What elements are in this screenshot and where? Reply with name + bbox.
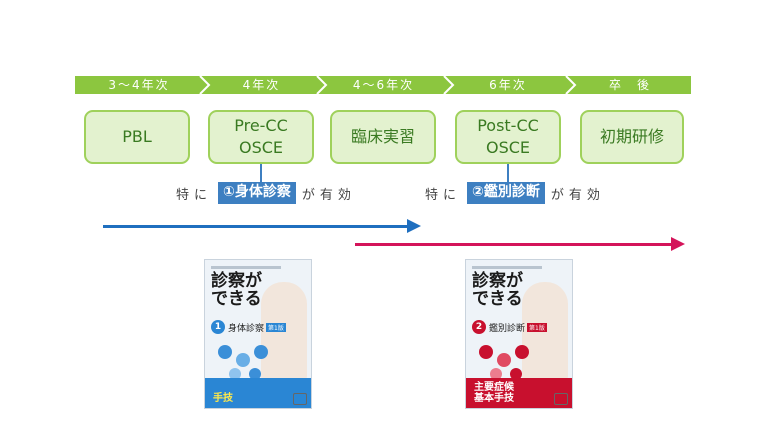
note-suffix: が有効: [301, 187, 356, 203]
edition-tag: 第1版: [266, 322, 286, 332]
cover-top-line: [472, 266, 542, 269]
cover-band-text: 手技: [213, 393, 233, 404]
stage-pbl: PBL: [84, 110, 190, 164]
chevron-right-icon: [199, 76, 211, 94]
note-highlight: ①身体診察: [218, 182, 296, 204]
connector-line: [507, 164, 509, 183]
stage-initial-training: 初期研修: [580, 110, 684, 164]
arrow-right-icon: [671, 237, 685, 251]
volume-badge: 2: [472, 320, 486, 334]
chevron-right-icon: [316, 76, 328, 94]
timeline-segment-3: 4～6年次: [320, 76, 447, 94]
stage-label: 臨床実習: [350, 127, 415, 146]
volume-label: 2 鑑別診断 第1版: [472, 320, 547, 334]
timeline-segment-1: 3～4年次: [75, 76, 203, 94]
note-highlight: ②鑑別診断: [467, 182, 545, 204]
pink-arrow-line: [355, 243, 673, 246]
exam-icons-illustration: [218, 345, 268, 380]
cover-top-line: [211, 266, 281, 269]
stage-label: Post-CC: [477, 116, 539, 135]
volume-subtitle: 身体診察: [228, 323, 265, 334]
note-prefix: 特に: [176, 187, 213, 203]
publisher-logo-icon: [293, 393, 307, 405]
stage-post-cc-osce: Post-CC OSCE: [455, 110, 561, 164]
volume-label: 1 身体診察 第1版: [211, 320, 286, 334]
cover-torso-illustration: [261, 282, 307, 382]
blue-arrow-line: [103, 225, 409, 228]
stage-pre-cc-osce: Pre-CC OSCE: [208, 110, 314, 164]
volume-subtitle: 鑑別診断: [489, 323, 526, 334]
note-differential-diagnosis: 特に ②鑑別診断 が有効: [425, 182, 605, 204]
symptom-icons-illustration: [479, 345, 529, 380]
timeline-segment-4: 6年次: [447, 76, 569, 94]
chevron-right-icon: [565, 76, 577, 94]
cover-torso-illustration: [522, 282, 568, 382]
cover-band-text: 主要症候 基本手技: [474, 382, 514, 404]
book-cover-vol2[interactable]: 診察が できる 2 鑑別診断 第1版 主要症候 基本手技: [465, 259, 573, 409]
timeline-segment-5: 卒 後: [569, 76, 691, 94]
timeline-segment-2: 4年次: [203, 76, 320, 94]
publisher-logo-icon: [554, 393, 568, 405]
volume-badge: 1: [211, 320, 225, 334]
arrow-right-icon: [407, 219, 421, 233]
book-title: 診察が できる: [211, 271, 262, 309]
note-suffix: が有効: [550, 187, 605, 203]
book-title: 診察が できる: [472, 271, 523, 309]
edition-tag: 第1版: [527, 322, 547, 332]
book-cover-vol1[interactable]: 診察が できる 1 身体診察 第1版 手技: [204, 259, 312, 409]
stage-label: Pre-CC: [234, 116, 288, 135]
connector-line: [260, 164, 262, 183]
stage-label: PBL: [122, 127, 152, 146]
stage-label: OSCE: [485, 138, 531, 157]
stage-label: 初期研修: [599, 127, 664, 146]
note-physical-exam: 特に ①身体診察 が有効: [176, 182, 356, 204]
chevron-right-icon: [443, 76, 455, 94]
stage-label: OSCE: [238, 138, 284, 157]
stage-clinical-practice: 臨床実習: [330, 110, 436, 164]
note-prefix: 特に: [425, 187, 462, 203]
